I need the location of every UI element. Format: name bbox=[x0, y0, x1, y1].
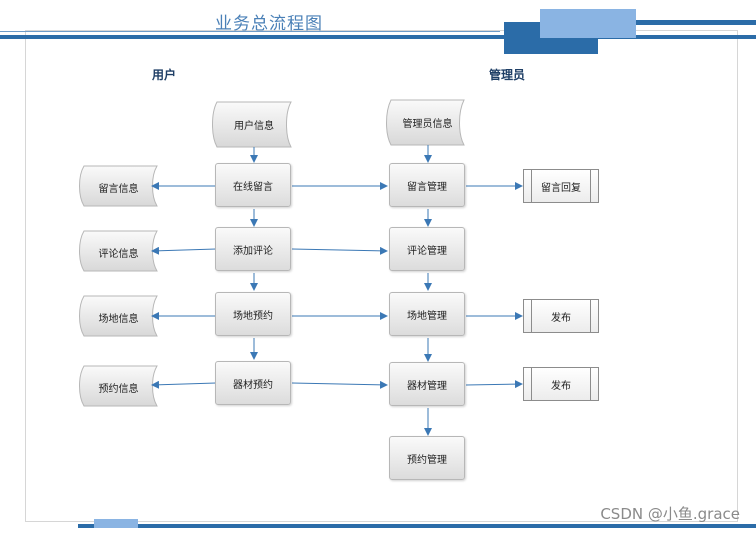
process-venue-booking: 场地预约 bbox=[215, 292, 291, 336]
store-booking-shape bbox=[79, 365, 158, 407]
process-booking-management: 预约管理 bbox=[389, 436, 465, 480]
user-info-label: 用户信息 bbox=[234, 121, 274, 132]
output-publish-venue: 发布 bbox=[523, 299, 599, 333]
footer-light-block bbox=[94, 519, 138, 528]
store-message-label: 留言信息 bbox=[98, 184, 139, 195]
output-message-reply: 留言回复 bbox=[523, 169, 599, 203]
process-add-comment: 添加评论 bbox=[215, 227, 291, 271]
header-light-block bbox=[540, 9, 636, 38]
process-message-management: 留言管理 bbox=[389, 163, 465, 207]
admin-info-shape bbox=[386, 99, 465, 146]
store-venue-label: 场地信息 bbox=[98, 314, 139, 325]
diagram-title: 业务总流程图 bbox=[215, 14, 323, 34]
store-comment-label: 评论信息 bbox=[98, 249, 139, 260]
footer-rule bbox=[78, 524, 756, 528]
process-venue-management: 场地管理 bbox=[389, 292, 465, 336]
admin-info-label: 管理员信息 bbox=[402, 119, 453, 130]
watermark: CSDN @小鱼.grace bbox=[600, 505, 740, 523]
user-info-shape bbox=[212, 101, 292, 148]
output-publish-equipment: 发布 bbox=[523, 367, 599, 401]
diagram-frame bbox=[25, 30, 738, 522]
lane-user-heading: 用户 bbox=[152, 68, 177, 82]
header-thin-rule bbox=[0, 31, 500, 32]
process-equipment-booking: 器材预约 bbox=[215, 361, 291, 405]
store-booking-label: 预约信息 bbox=[98, 384, 139, 395]
store-comment-shape bbox=[79, 230, 158, 272]
store-venue-shape bbox=[79, 295, 158, 337]
lane-admin-heading: 管理员 bbox=[489, 68, 526, 82]
header-rule bbox=[0, 35, 756, 39]
process-equipment-management: 器材管理 bbox=[389, 362, 465, 406]
store-message-shape bbox=[79, 165, 158, 207]
header-right-rule bbox=[636, 20, 756, 25]
process-comment-management: 评论管理 bbox=[389, 227, 465, 271]
process-online-message: 在线留言 bbox=[215, 163, 291, 207]
